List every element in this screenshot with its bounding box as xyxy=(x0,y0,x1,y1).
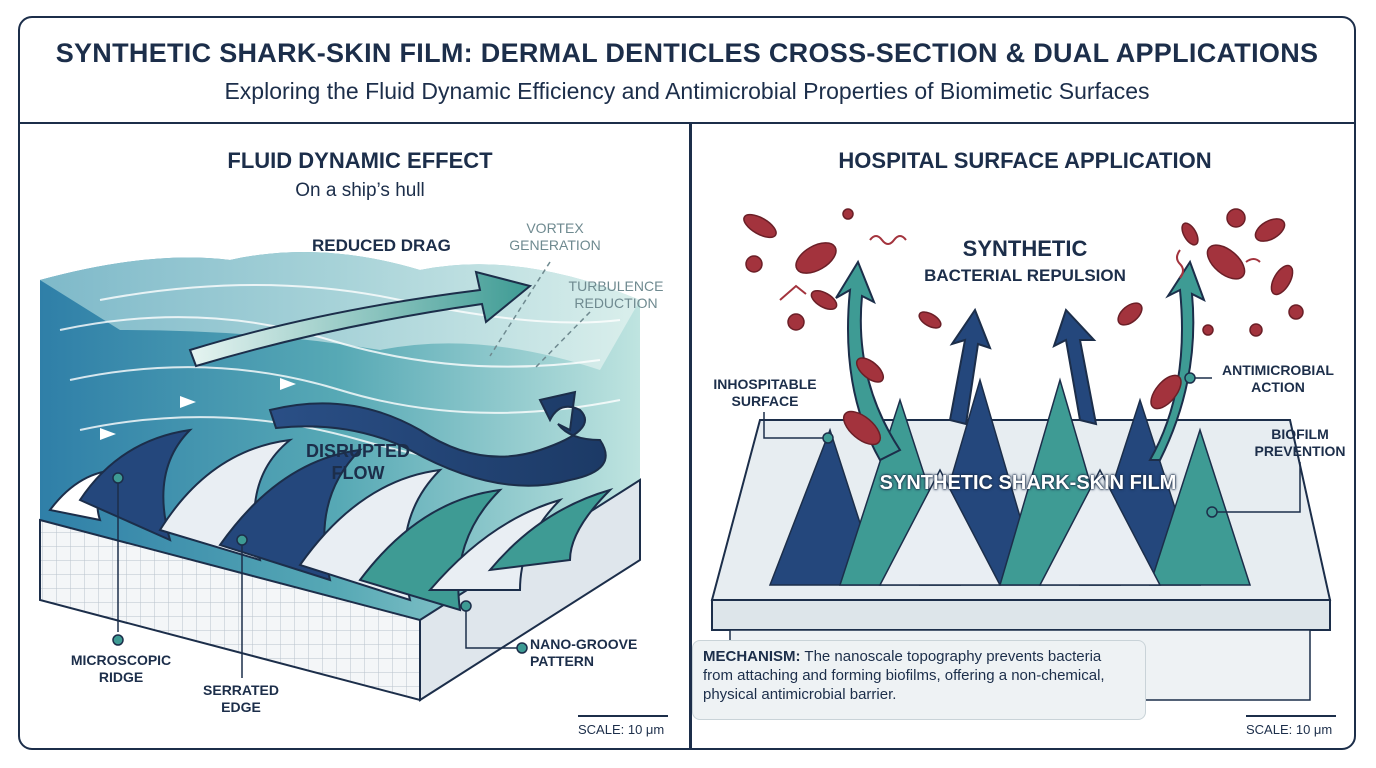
right-panel-title: HOSPITAL SURFACE APPLICATION xyxy=(838,148,1212,173)
infographic-frame: SYNTHETIC SHARK-SKIN FILM: DERMAL DENTIC… xyxy=(18,16,1356,750)
reduced-drag-arrow xyxy=(188,270,533,368)
bacterial-repulsion-label: BACTERIAL REPULSION xyxy=(924,266,1126,285)
disrupted-flow-label: DISRUPTED FLOW xyxy=(305,441,410,483)
panel-divider xyxy=(689,124,692,748)
microscopic-ridge-label: MICROSCOPIC RIDGE xyxy=(70,652,172,685)
denticle-ridges xyxy=(48,428,614,612)
turbulence-reduction-label: TURBULENCE REDUCTION xyxy=(568,278,664,311)
synthetic-label: SYNTHETIC xyxy=(962,236,1088,261)
leader-lines-left xyxy=(117,478,520,678)
repulsion-arrows xyxy=(835,259,1206,462)
biofilm-prevention-label: BIOFILM PREVENTION xyxy=(1254,426,1346,459)
leader-lines-light xyxy=(489,261,591,369)
left-panel-title: FLUID DYNAMIC EFFECT xyxy=(227,148,493,173)
inhospitable-surface-label: INHOSPITABLE SURFACE xyxy=(713,376,817,409)
denticle-field xyxy=(768,377,1252,586)
page-subtitle: Exploring the Fluid Dynamic Efficiency a… xyxy=(224,78,1150,104)
leader-dots-left xyxy=(112,472,528,654)
disrupted-flow-arrow xyxy=(268,390,607,487)
leader-dots-right xyxy=(822,372,1218,518)
bacteria-cluster xyxy=(743,208,1304,446)
bacteria-flagella xyxy=(779,235,1261,301)
mechanism-label: MECHANISM: xyxy=(703,648,801,665)
reduced-drag-label: REDUCED DRAG xyxy=(312,236,451,255)
left-scale-label: SCALE: 10 μm xyxy=(578,722,665,737)
page-title: SYNTHETIC SHARK-SKIN FILM: DERMAL DENTIC… xyxy=(55,38,1319,68)
mechanism-box: MECHANISM: The nanoscale topography prev… xyxy=(692,640,1146,720)
film-label: SYNTHETIC SHARK-SKIN FILM xyxy=(879,472,1177,494)
nano-groove-label: NANO-GROOVE PATTERN xyxy=(530,636,638,669)
antimicrobial-action-label: ANTIMICROBIAL ACTION xyxy=(1222,362,1334,395)
serrated-edge-label: SERRATED EDGE xyxy=(203,682,279,715)
header: SYNTHETIC SHARK-SKIN FILM: DERMAL DENTIC… xyxy=(20,18,1354,124)
mechanism-text: The nanoscale topography prevents bacter… xyxy=(703,648,1105,703)
right-scale-label: SCALE: 10 μm xyxy=(1246,722,1333,737)
platform-front xyxy=(711,599,1331,631)
left-panel-subtitle: On a ship’s hull xyxy=(295,180,425,201)
vortex-generation-label: VORTEX GENERATION xyxy=(509,220,601,253)
